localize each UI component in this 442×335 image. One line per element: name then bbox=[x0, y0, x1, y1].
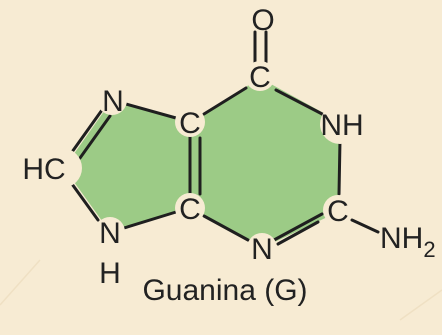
five-member-ring bbox=[64, 100, 190, 232]
bond-n7-c8-1 bbox=[70, 108, 104, 154]
atom-bubble-n9 bbox=[95, 217, 125, 247]
atom-bubble-n3 bbox=[247, 233, 277, 263]
bonds bbox=[70, 30, 380, 246]
bond-c5-c6 bbox=[202, 86, 248, 116]
atom-label-n9: N bbox=[99, 217, 121, 250]
nh2-subscript: 2 bbox=[423, 237, 435, 262]
atom-label-c6: C bbox=[249, 61, 271, 94]
atom-label-n1: NH bbox=[320, 109, 363, 142]
bond-n7-c8-2 bbox=[78, 114, 112, 160]
atom-bubble-n7 bbox=[97, 85, 127, 115]
atom-label-o: O bbox=[251, 4, 274, 37]
bond-n3-c4 bbox=[202, 214, 250, 242]
bond-n1-c2 bbox=[337, 138, 342, 196]
atom-bubble-c8 bbox=[42, 148, 82, 188]
atom-labels: O C NH N C HC C C N N H NH2 bbox=[22, 4, 435, 290]
molecule-caption: Guanina (G) bbox=[142, 274, 307, 307]
atom-label-c5: C bbox=[179, 107, 201, 140]
six-member-ring bbox=[190, 78, 340, 248]
atom-label-c4: C bbox=[179, 193, 201, 226]
atom-label-c2: C bbox=[327, 195, 349, 228]
atom-bubble-c6 bbox=[245, 61, 275, 91]
atom-bubbles bbox=[42, 61, 360, 263]
bond-c2-n3-2 bbox=[276, 220, 320, 246]
bond-c6-n1 bbox=[274, 88, 328, 118]
atom-label-nh2: NH2 bbox=[380, 222, 436, 262]
atom-label-h9: H bbox=[99, 257, 121, 290]
nh2-main: NH bbox=[380, 222, 423, 255]
atom-label-c8: HC bbox=[22, 153, 65, 186]
atom-label-n7: N bbox=[102, 85, 124, 118]
bond-c5-n7 bbox=[124, 102, 178, 120]
atom-bubble-c5 bbox=[175, 107, 205, 137]
atom-bubble-c4 bbox=[175, 193, 205, 223]
atom-label-n3: N bbox=[251, 233, 273, 266]
bond-c2-n3-1 bbox=[272, 212, 324, 242]
bond-c8-n9 bbox=[70, 182, 100, 222]
bond-c2-nh2 bbox=[350, 218, 380, 234]
bond-n9-c4 bbox=[122, 210, 178, 230]
background-decor bbox=[0, 259, 442, 321]
atom-bubble-n1 bbox=[320, 104, 360, 144]
atom-bubble-c2 bbox=[323, 195, 353, 225]
